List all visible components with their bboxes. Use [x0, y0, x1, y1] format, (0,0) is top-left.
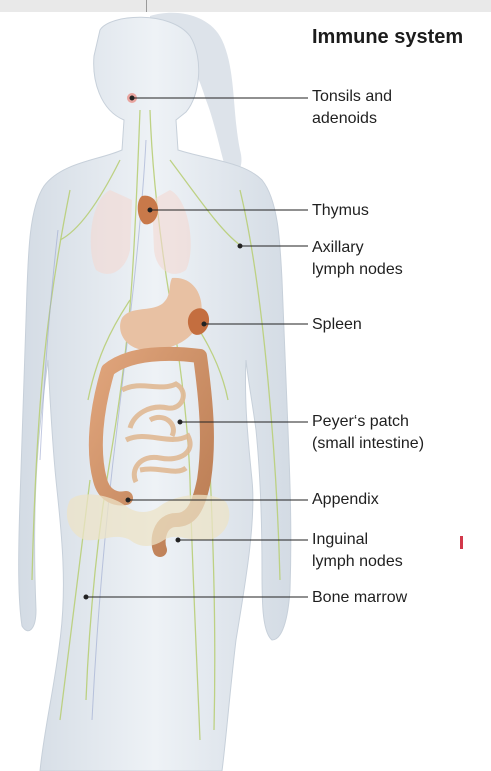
label-inguinal-lymph-nodes: Inguinal lymph nodes: [312, 529, 403, 573]
label-spleen: Spleen: [312, 314, 362, 336]
body-silhouette: [19, 17, 291, 771]
label-axillary-lymph-nodes: Axillary lymph nodes: [312, 237, 403, 281]
diagram-title: Immune system: [312, 26, 463, 49]
label-thymus: Thymus: [312, 200, 369, 222]
label-tonsils: Tonsils and adenoids: [312, 86, 392, 130]
edge-marker: [460, 536, 463, 549]
label-bone-marrow: Bone marrow: [312, 587, 407, 609]
label-peyers-patch: Peyer‘s patch (small intestine): [312, 411, 424, 455]
label-appendix: Appendix: [312, 489, 379, 511]
